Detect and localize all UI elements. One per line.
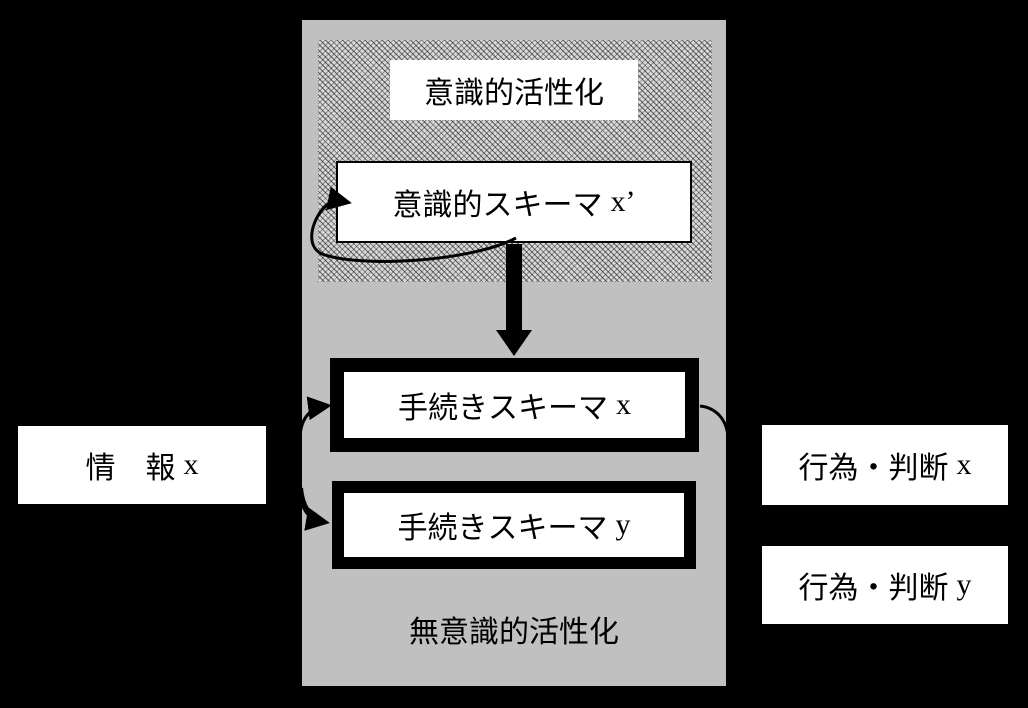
information-var: x	[183, 448, 199, 481]
information-input-box: 情 報 x	[18, 426, 266, 504]
procedure-schema-y-label: 手続きスキーマ	[397, 511, 608, 546]
conscious-activation-title: 意識的活性化	[390, 60, 638, 120]
action-judgment-y-var: y	[956, 568, 972, 601]
procedure-schema-x-box: 手続きスキーマ x	[330, 358, 699, 452]
procedure-schema-y-var: y	[615, 508, 631, 541]
conscious-schema-label: 意識的スキーマ	[392, 188, 603, 223]
action-judgment-y-box: 行為・判断 y	[762, 546, 1008, 624]
action-judgment-x-label: 行為・判断	[798, 451, 949, 486]
action-judgment-x-box: 行為・判断 x	[762, 425, 1008, 505]
conscious-activation-title-text: 意識的活性化	[424, 76, 604, 111]
action-judgment-x-var: x	[956, 448, 972, 481]
procedure-schema-x-label: 手続きスキーマ	[398, 391, 608, 426]
information-label: 情 報	[85, 451, 176, 486]
procedure-schema-y-box: 手続きスキーマ y	[332, 481, 696, 569]
unconscious-activation-label: 無意識的活性化	[409, 615, 619, 650]
conscious-schema-box: 意識的スキーマ x’	[336, 161, 692, 243]
procedure-schema-x-var: x	[616, 388, 631, 421]
conscious-schema-var: x’	[610, 185, 636, 218]
action-judgment-y-label: 行為・判断	[798, 571, 949, 606]
